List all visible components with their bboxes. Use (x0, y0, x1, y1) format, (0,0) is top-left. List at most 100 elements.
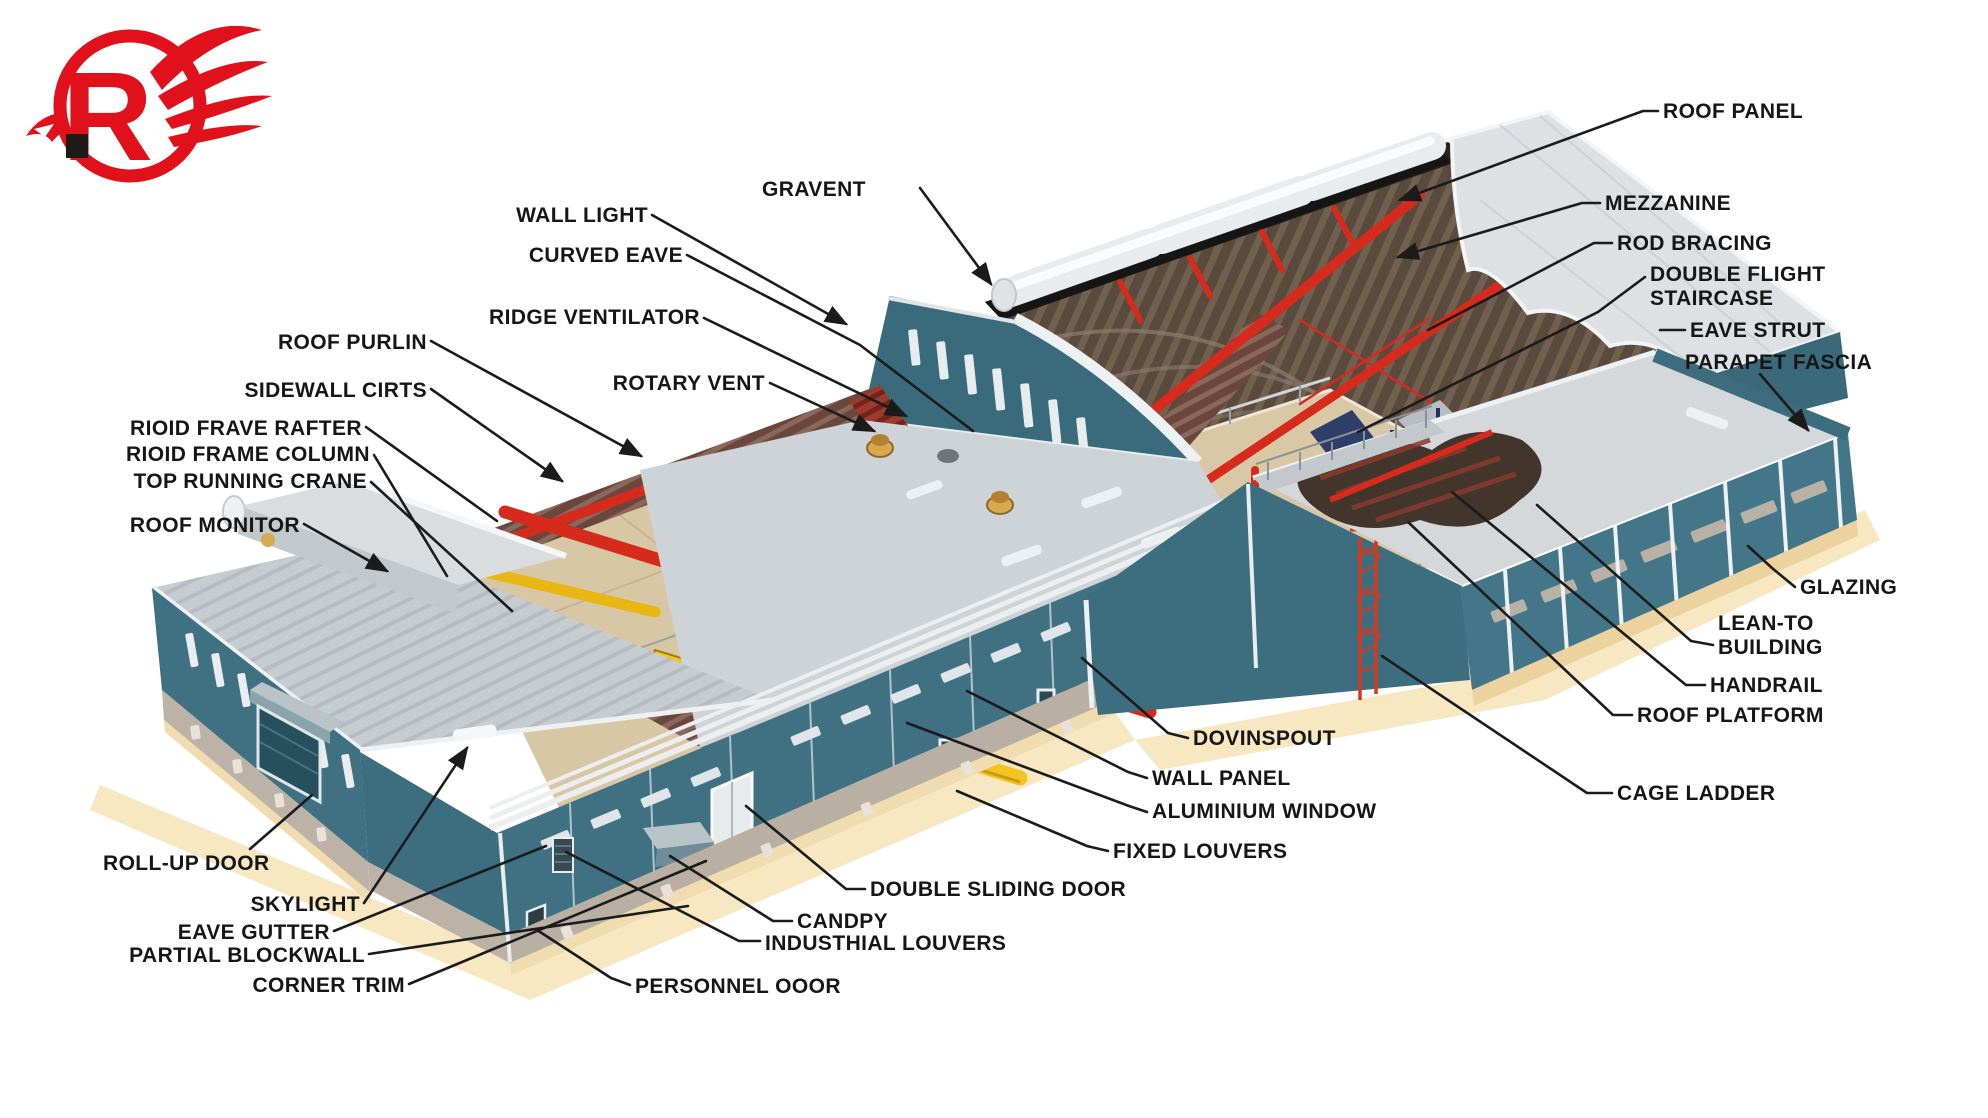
label-sidewall-cirts: SIDEWALL CIRTS (244, 379, 427, 402)
label-staircase: STAIRCASE (1650, 287, 1773, 310)
leader-gravent (918, 186, 993, 287)
label-mezzanine: MEZZANINE (1605, 192, 1731, 215)
label-wall-light: WALL LIGHT (516, 204, 648, 227)
leader-corner-trim (407, 859, 708, 986)
leader-roll-up-door (248, 793, 314, 851)
leader-roof-panel (1397, 109, 1660, 202)
leader-ridge-ventilator (702, 316, 909, 418)
logo-black-block (66, 134, 88, 158)
parapet-fascia-edge (1652, 348, 1851, 441)
leader-aluminium-window (905, 721, 1149, 814)
leader-dovinspout (1080, 656, 1190, 740)
partial-blockwall-band (508, 612, 1247, 963)
label-roof-panel: ROOF PANEL (1663, 100, 1803, 123)
label-rioid-frame-column: RIOID FRAME COLUMN (126, 443, 370, 466)
leader-double-flight-staircase (1356, 275, 1647, 434)
label-curved-eave: CURVED EAVE (529, 244, 683, 267)
label-handrail: HANDRAIL (1710, 674, 1823, 697)
label-rod-bracing: ROD BRACING (1617, 232, 1772, 255)
roof-platform-handrail (1253, 405, 1445, 492)
ground-shadow (90, 510, 1880, 1000)
leader-industhial-louvers (564, 850, 762, 943)
rotary-vents (866, 434, 1014, 515)
label-building: BUILDING (1718, 636, 1823, 659)
leader-double-sliding-door (744, 804, 867, 891)
logo-letter: R (62, 46, 153, 187)
leader-wall-light (650, 213, 849, 326)
leader-curved-eave (685, 253, 975, 433)
leader-glazing (1746, 544, 1797, 589)
leader-personnel-ooor (535, 928, 632, 987)
lean-to-front-wall (1460, 434, 1857, 690)
leader-handrail (1450, 490, 1707, 687)
label-dovinspout: DOVINSPOUT (1193, 727, 1336, 750)
leader-candpy (668, 854, 794, 923)
leader-rioid-frave-rafter (364, 425, 499, 523)
left-building (149, 477, 773, 963)
company-logo: R (26, 25, 272, 187)
roll-up-door-with-canopy (250, 682, 344, 805)
label-rotary-vent: ROTARY VENT (613, 372, 765, 395)
label-aluminium-window: ALUMINIUM WINDOW (1152, 800, 1377, 823)
leader-eave-gutter (332, 844, 548, 933)
label-partial-blockwall: PARTIAL BLOCKWALL (129, 944, 365, 967)
roof-monitor-box (222, 477, 567, 614)
label-industhial-louvers: INDUSTHIAL LOUVERS (765, 932, 1006, 955)
label-candpy: CANDPY (797, 910, 888, 933)
label-roll-up-door: ROLL-UP DOOR (103, 852, 270, 875)
lean-to-building (1082, 348, 1858, 715)
label-cage-ladder: CAGE LADDER (1617, 782, 1775, 805)
label-top-running-crane: TOP RUNNING CRANE (133, 470, 367, 493)
leader-top-running-crane (369, 480, 514, 613)
label-roof-platform: ROOF PLATFORM (1637, 704, 1824, 727)
label-eave-strut: EAVE STRUT (1690, 319, 1825, 342)
leader-mezzanine (1395, 201, 1602, 260)
label-double-flight: DOUBLE FLIGHT (1650, 263, 1826, 286)
label-corner-trim: CORNER TRIM (252, 974, 405, 997)
logo-eagle-head-icon (26, 112, 70, 142)
leader-rotary-vent (768, 381, 877, 433)
leader-fixed-louvers (955, 789, 1110, 853)
label-ridge-ventilator: RIDGE VENTILATOR (489, 306, 700, 329)
left-wainscot-blockwall (162, 690, 370, 892)
label-gravent: GRAVENT (762, 178, 866, 201)
label-double-sliding-door: DOUBLE SLIDING DOOR (870, 878, 1126, 901)
leader-skylight (362, 745, 469, 905)
label-rioid-frave-rafter: RIOID FRAVE RAFTER (130, 417, 362, 440)
leader-parapet-fascia (1758, 372, 1810, 432)
skylight-panel (452, 724, 497, 742)
labels: ROOF PANEL MEZZANINE ROD BRACING DOUBLE … (103, 100, 1897, 998)
leader-lines (248, 109, 1810, 987)
label-wall-panel: WALL PANEL (1152, 767, 1291, 790)
label-fixed-louvers: FIXED LOUVERS (1113, 840, 1287, 863)
leader-lean-to-building (1535, 503, 1715, 647)
label-eave-gutter: EAVE GUTTER (178, 921, 330, 944)
leader-cage-ladder (1380, 654, 1614, 795)
label-roof-purlin: ROOF PURLIN (278, 331, 427, 354)
corner-trim (498, 832, 512, 963)
label-glazing: GLAZING (1800, 576, 1897, 599)
main-front-wall (488, 494, 1248, 975)
roof-panel-surface (1449, 109, 1845, 381)
gravent-ridge-ventilators (985, 132, 1452, 320)
leader-roof-platform (1406, 520, 1634, 717)
leader-roof-monitor (302, 522, 390, 573)
right-front-wall (1082, 482, 1470, 715)
leader-wall-panel (965, 689, 1149, 780)
logo-wing-icon (150, 25, 272, 147)
leader-sidewall-cirts (429, 387, 565, 483)
logo-circle (53, 29, 207, 183)
left-front-bridge-wall (360, 752, 508, 935)
label-parapet-fascia: PARAPET FASCIA (1685, 351, 1872, 374)
label-lean-to: LEAN-TO (1718, 612, 1814, 635)
stair-maroon (1136, 312, 1290, 468)
label-personnel-ooor: PERSONNEL OOOR (635, 975, 841, 998)
leader-rod-bracing (1426, 241, 1614, 332)
eave-gutter-bands (488, 494, 1242, 831)
leader-rioid-frame-column (372, 453, 449, 578)
downspout (1083, 599, 1095, 709)
leader-roof-purlin (429, 339, 644, 458)
label-skylight: SKYLIGHT (251, 893, 360, 916)
